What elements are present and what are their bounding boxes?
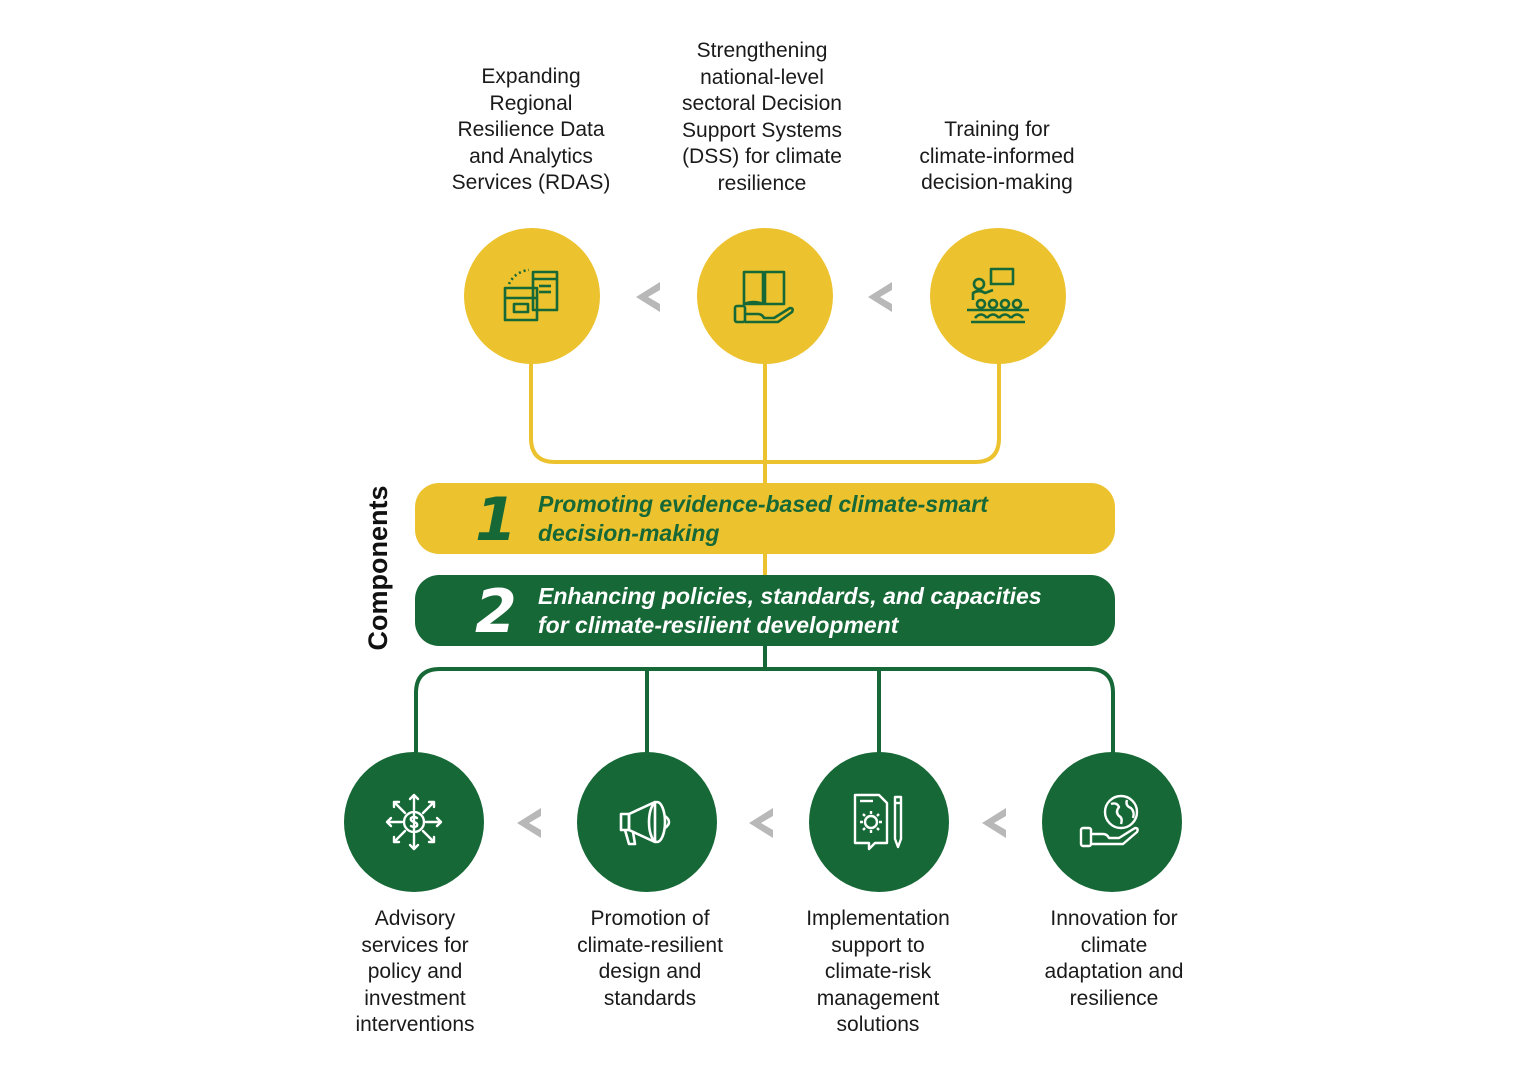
top-node-circle-1 xyxy=(464,228,600,364)
chevron-left-icon xyxy=(982,808,1006,838)
chevron-left-icon xyxy=(868,282,892,312)
bottom-node-circle-3 xyxy=(809,752,949,892)
bottom-node-circle-4 xyxy=(1042,752,1182,892)
investment-advisory-icon xyxy=(385,793,443,851)
classroom-training-icon xyxy=(967,267,1029,324)
chevron-left-icon xyxy=(636,282,660,312)
component-title: Enhancing policies, standards, and capac… xyxy=(538,583,1042,638)
data-archive-icon xyxy=(503,268,559,322)
component-band-2: 2 Enhancing policies, standards, and cap… xyxy=(415,575,1115,646)
components-side-title: Components xyxy=(363,485,393,651)
component-number: 1 xyxy=(475,485,517,555)
bottom-connector xyxy=(414,667,1115,755)
document-gear-icon xyxy=(853,793,903,851)
chevron-left-icon xyxy=(749,808,773,838)
component-number: 2 xyxy=(475,577,517,647)
top-node-circle-2 xyxy=(697,228,833,364)
chevron-left-icon xyxy=(517,808,541,838)
bottom-node-circle-2 xyxy=(577,752,717,892)
book-in-hand-icon xyxy=(733,270,794,324)
megaphone-icon xyxy=(619,800,671,846)
bottom-node-circle-1 xyxy=(344,752,484,892)
top-node-circle-3 xyxy=(930,228,1066,364)
component-band-1: 1 Promoting evidence-based climate-smart… xyxy=(415,483,1115,554)
globe-in-hand-icon xyxy=(1079,794,1139,848)
